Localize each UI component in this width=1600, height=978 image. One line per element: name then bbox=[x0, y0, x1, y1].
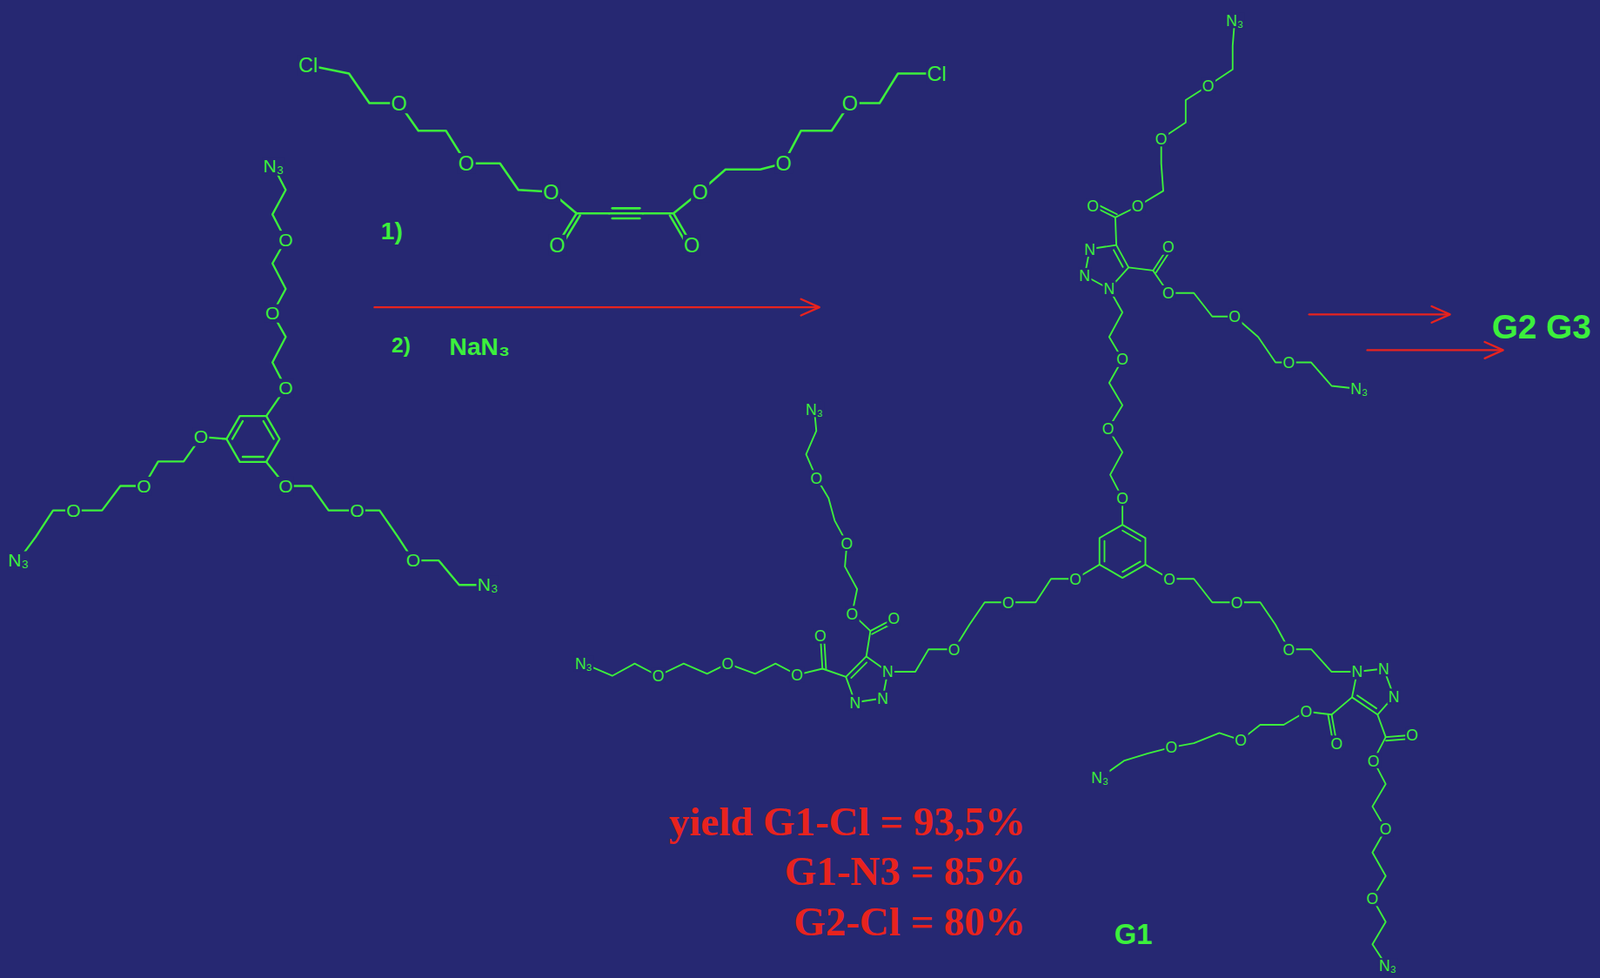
atom-label: O bbox=[813, 628, 828, 644]
atom-label: N₃ bbox=[574, 656, 594, 672]
atom-label: O bbox=[1298, 703, 1313, 720]
atom-label: N bbox=[1377, 661, 1391, 677]
yield-note: G1-N3 = 85% bbox=[784, 851, 1026, 893]
atom-label: O bbox=[682, 234, 702, 255]
atom-label: O bbox=[548, 234, 567, 255]
atom-label: O bbox=[886, 610, 901, 627]
atom-label: O bbox=[1229, 594, 1244, 610]
atom-label: N₃ bbox=[804, 401, 824, 418]
atom-label: N₃ bbox=[1378, 957, 1398, 974]
atom-label: O bbox=[1366, 752, 1381, 769]
atom-label: O bbox=[841, 93, 860, 114]
atom-label: O bbox=[1161, 239, 1176, 255]
atom-label: O bbox=[277, 378, 295, 397]
atom-label: O bbox=[1201, 78, 1216, 94]
atom-label: N bbox=[848, 694, 862, 710]
atom-label: O bbox=[193, 428, 210, 447]
atom-label: O bbox=[690, 181, 710, 202]
atom-label: O bbox=[277, 476, 295, 496]
atom-label: O bbox=[947, 641, 962, 657]
atom-label: O bbox=[1379, 821, 1393, 837]
atom-label: O bbox=[650, 668, 665, 684]
atom-label: N bbox=[876, 690, 890, 707]
atom-label: N bbox=[1350, 663, 1364, 680]
reaction-arrows bbox=[374, 299, 1503, 359]
atom-label: O bbox=[348, 501, 366, 520]
g1-bonds bbox=[583, 20, 1413, 968]
atom-label: O bbox=[405, 551, 422, 570]
atom-label: O bbox=[774, 153, 793, 174]
atom-label: O bbox=[839, 535, 854, 551]
atom-label: O bbox=[1115, 490, 1130, 507]
atom-label: O bbox=[1329, 735, 1344, 751]
atom-label: O bbox=[720, 656, 735, 672]
product-label: G2 G3 bbox=[1492, 309, 1592, 344]
yield-note: yield G1-Cl = 93,5% bbox=[669, 801, 1026, 843]
atom-label: N₃ bbox=[6, 551, 30, 570]
atom-label: N bbox=[1083, 241, 1097, 257]
atom-label: O bbox=[277, 230, 295, 249]
atom-label: O bbox=[1161, 285, 1176, 302]
atom-label: N₃ bbox=[261, 157, 285, 176]
atom-label: O bbox=[457, 153, 476, 174]
atom-label: N bbox=[881, 663, 895, 680]
atom-label: O bbox=[1101, 421, 1116, 437]
atom-label: O bbox=[65, 501, 82, 520]
atom-label: O bbox=[1068, 570, 1083, 587]
atom-label: O bbox=[1164, 739, 1179, 756]
atom-label: O bbox=[542, 181, 561, 202]
step-number: 2) bbox=[391, 334, 411, 356]
atom-label: N₃ bbox=[1225, 13, 1245, 29]
atom-label: O bbox=[1115, 351, 1130, 368]
atom-label: Cl bbox=[925, 63, 948, 84]
product-label: G1 bbox=[1114, 920, 1153, 950]
atom-label: O bbox=[1227, 308, 1242, 325]
atom-label: O bbox=[1001, 594, 1016, 610]
reagent-bonds bbox=[307, 65, 937, 248]
atom-label: N bbox=[1102, 281, 1116, 297]
atom-label: O bbox=[809, 469, 824, 486]
yield-note: G2-Cl = 80% bbox=[793, 901, 1026, 943]
atom-label: O bbox=[1131, 198, 1145, 215]
reagent-name: NaN₃ bbox=[449, 334, 510, 360]
atom-label: O bbox=[1233, 732, 1248, 749]
atom-label: O bbox=[1405, 727, 1420, 744]
atom-label: O bbox=[1162, 570, 1177, 587]
atom-label: N bbox=[1387, 688, 1401, 704]
atom-label: O bbox=[1365, 890, 1380, 907]
starting-material-bonds bbox=[18, 166, 489, 585]
atom-label: N₃ bbox=[1090, 769, 1110, 786]
atom-label: N₃ bbox=[476, 575, 500, 595]
atom-label: N bbox=[1077, 267, 1092, 284]
atom-label: O bbox=[1281, 354, 1296, 371]
atom-label: O bbox=[844, 605, 859, 622]
atom-label: N₃ bbox=[1349, 381, 1369, 397]
atom-label: O bbox=[264, 304, 282, 323]
atom-label: O bbox=[1281, 641, 1296, 657]
atom-label: Cl bbox=[297, 54, 320, 75]
atom-label: O bbox=[135, 476, 153, 496]
atom-label: O bbox=[1085, 198, 1100, 215]
atom-label: O bbox=[389, 93, 409, 114]
step-number: 1) bbox=[381, 218, 403, 243]
atom-label: O bbox=[789, 667, 804, 683]
atom-label: O bbox=[1154, 131, 1169, 148]
